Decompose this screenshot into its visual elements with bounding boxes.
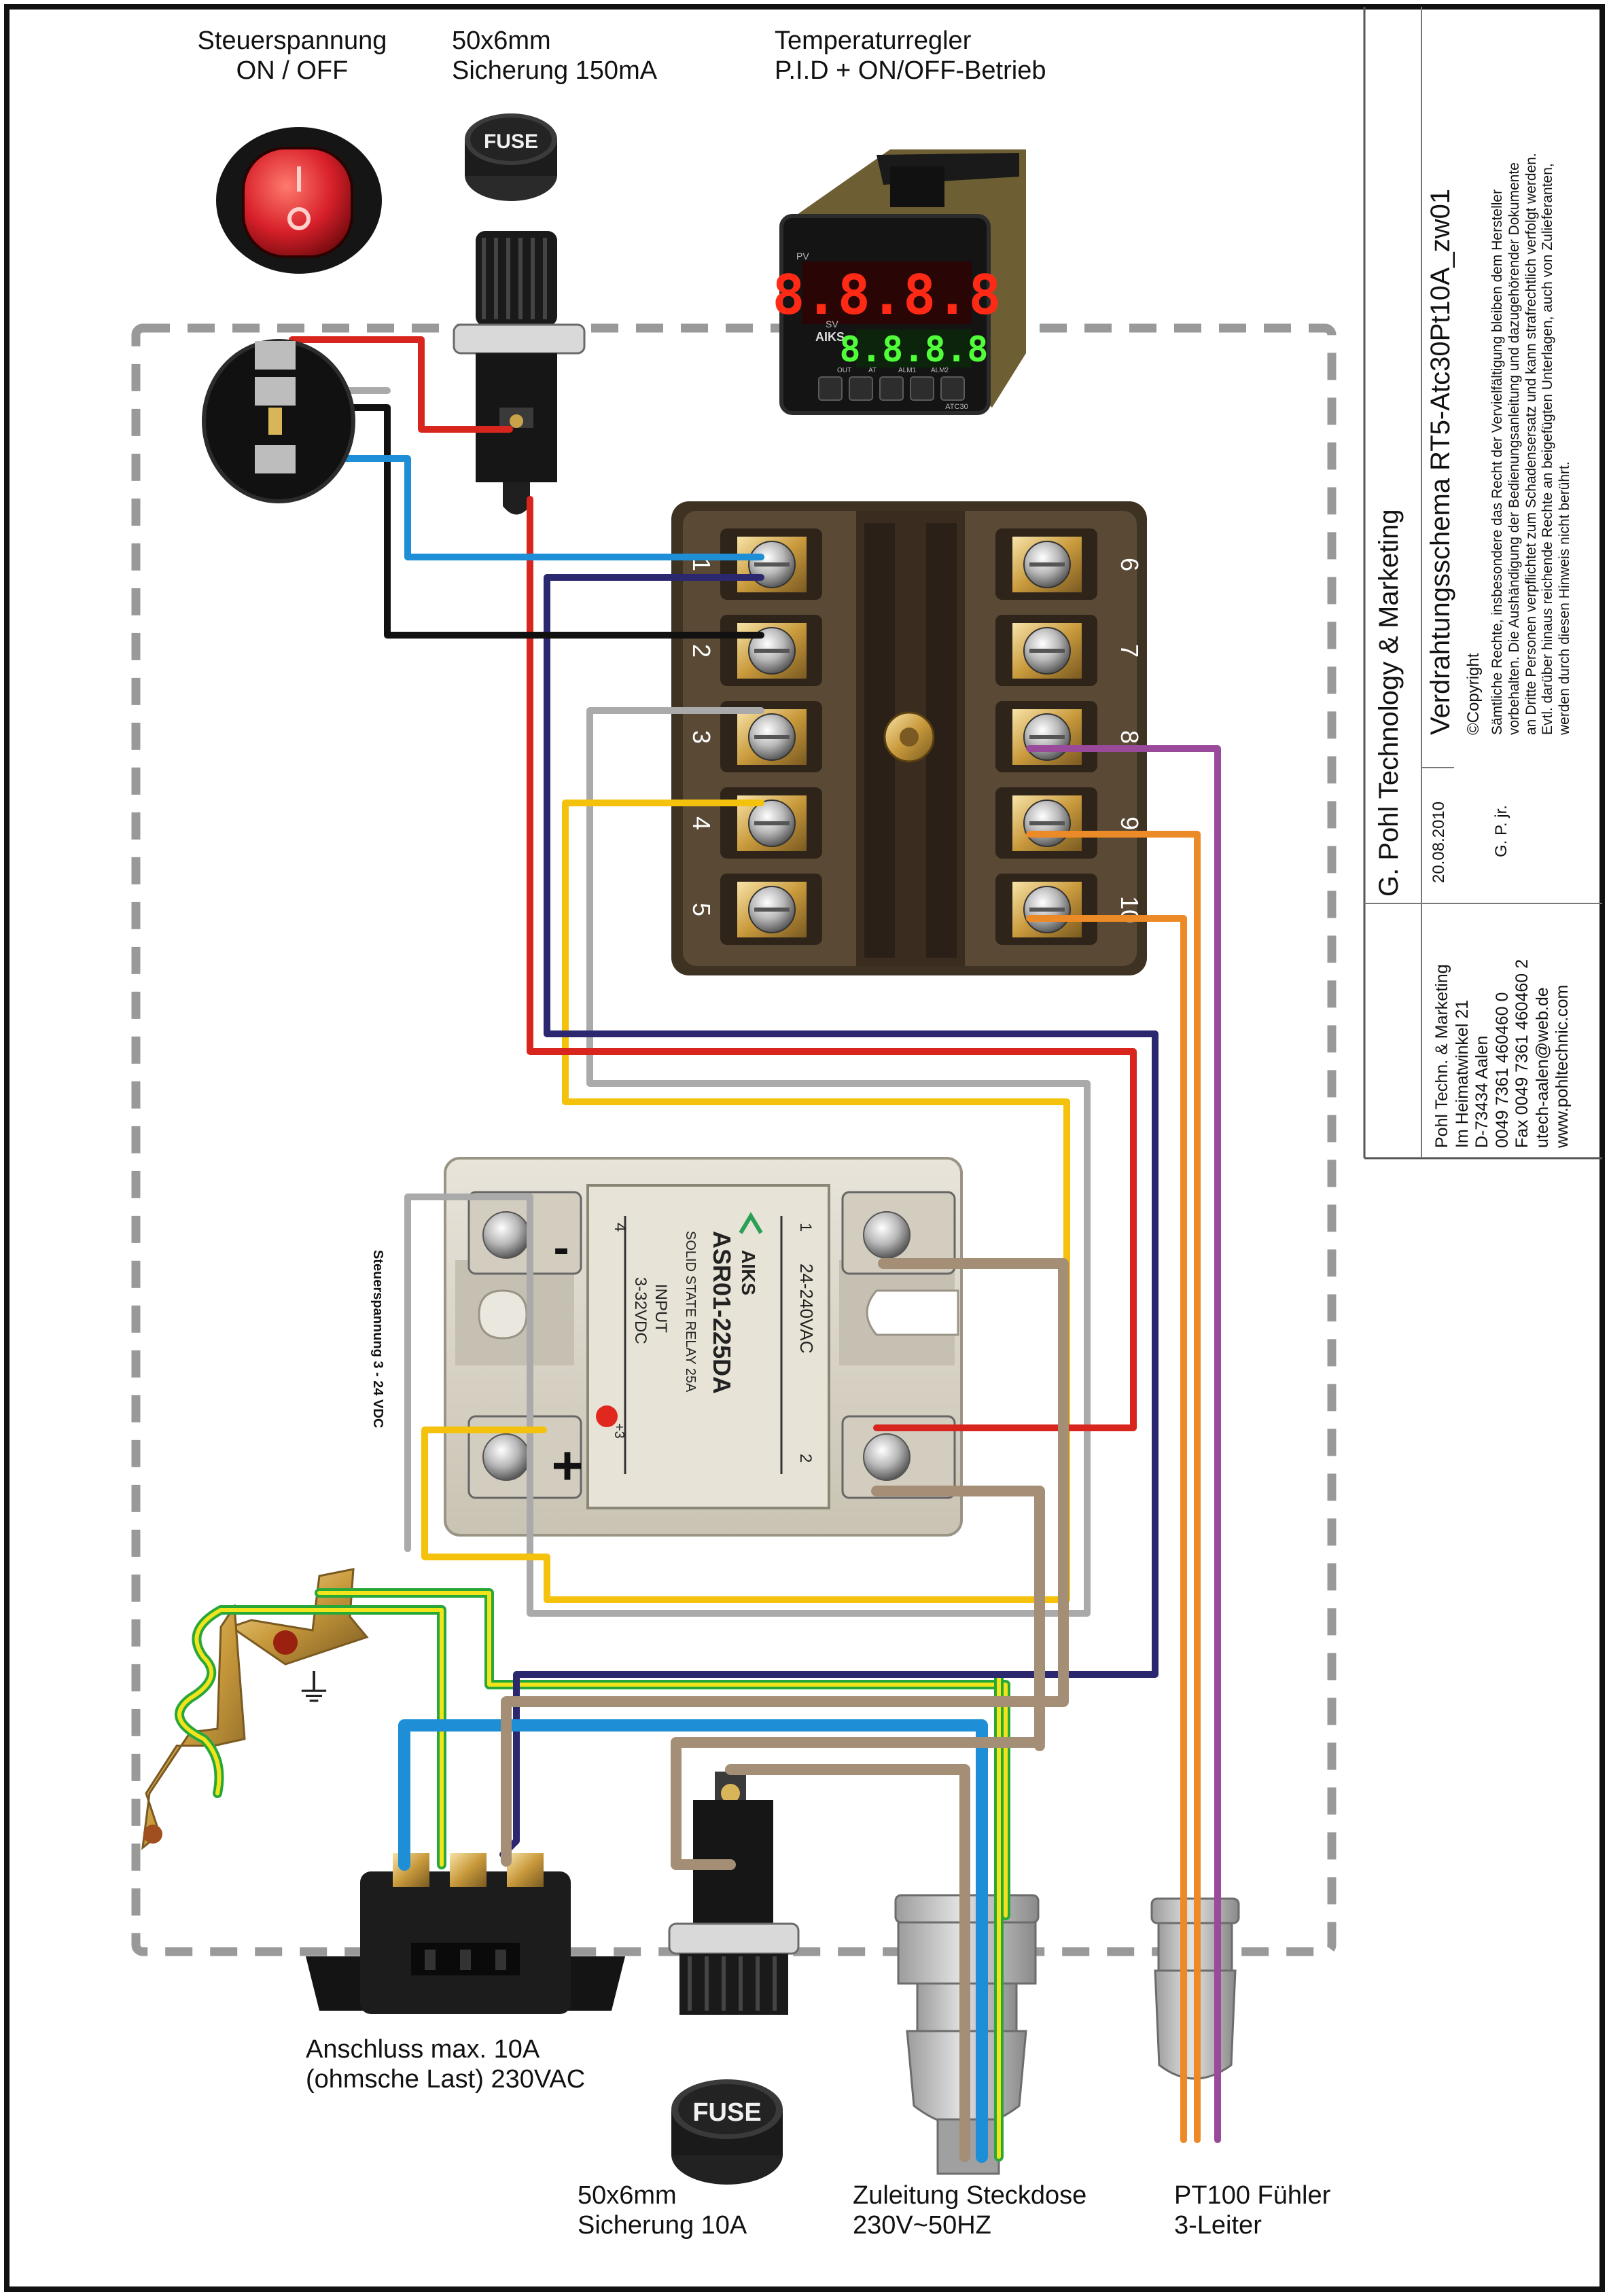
switch-label-line-2: ON / OFF <box>236 56 349 86</box>
temperature-controller-photo: 8.8.8.8 PV SV AIKS 8.8.8.8 OUT AT ALM1 A… <box>772 149 1026 415</box>
controller-pv-display: 8.8.8.8 <box>772 264 1001 327</box>
fuse-bottom-label: 50x6mm Sicherung 10A <box>578 2181 747 2240</box>
copyright-text: Sämtliche Rechte, insbesondere das Recht… <box>1489 153 1574 735</box>
copyright-line-1: Sämtliche Rechte, insbesondere das Recht… <box>1489 189 1505 735</box>
ssr-model: ASR01-225DA <box>708 1231 736 1394</box>
ssr-brand: AIKS <box>738 1250 759 1295</box>
controller-key-label-1: OUT <box>837 367 851 374</box>
drawing-title: Verdrahtungsschema RT5-Atc30Pt10A_zw01 <box>1426 188 1455 735</box>
controller-brand: AIKS <box>815 330 845 344</box>
copyright-line-3: an Dritte Personen verpflichtet zum Scha… <box>1523 153 1539 735</box>
supply-label-line-2: 230V~50HZ <box>853 2211 991 2240</box>
outlet-photo <box>306 1853 625 2014</box>
controller-model-label: ATC30 <box>945 403 968 411</box>
controller-sv-display: 8.8.8.8 <box>839 329 988 370</box>
ssr-pin-1: 1 <box>796 1223 815 1232</box>
outlet-label-line-1: Anschluss max. 10A <box>306 2035 540 2064</box>
address-line-7: www.pohltechnic.com <box>1553 984 1572 1148</box>
copyright-line-5: werden durch diesen Hinweis nicht berühr… <box>1557 461 1573 735</box>
ssr-type: SOLID STATE RELAY 25A <box>683 1231 698 1393</box>
fuse-holder-top <box>453 231 586 515</box>
copyright-line-4: Evtl. darüber hinaus reichende Rechte an… <box>1540 163 1556 735</box>
ssr-pin-4: 4 <box>611 1223 629 1232</box>
outlet-label: Anschluss max. 10A (ohmsche Last) 230VAC <box>306 2034 585 2094</box>
supply-label-line-1: Zuleitung Steckdose <box>853 2181 1087 2210</box>
controller-key-label-2: AT <box>868 367 877 374</box>
sensor-label-line-2: 3-Leiter <box>1174 2211 1262 2240</box>
fuse-bottom-label-line-2: Sicherung 10A <box>578 2211 747 2240</box>
terminal-block-photo <box>671 501 1147 975</box>
housing-boundary <box>131 323 1337 1956</box>
terminal-6-label: 6 <box>1116 558 1144 571</box>
sensor-label-line-1: PT100 Fühler <box>1174 2181 1331 2210</box>
sensor-label: PT100 Fühler 3-Leiter <box>1174 2181 1330 2240</box>
controller-label: Temperaturregler P.I.D + ON/OFF-Betrieb <box>775 26 1046 86</box>
address-line-4: 0049 7361 460460 0 <box>1492 992 1512 1148</box>
controller-label-line-1: Temperaturregler <box>775 26 972 55</box>
ssr-pin-3: +3 <box>612 1423 626 1439</box>
wires <box>175 336 1221 2163</box>
address-line-1: Pohl Techn. & Marketing <box>1432 964 1451 1148</box>
outlet-label-line-2: (ohmsche Last) 230VAC <box>306 2065 586 2094</box>
ssr-plus-label: + <box>552 1435 584 1496</box>
fuse-top-label-line-2: Sicherung 150mA <box>452 56 658 86</box>
ssr-pin-2: 2 <box>796 1454 815 1463</box>
fuse-top-label-line-1: 50x6mm <box>452 26 551 55</box>
address-line-5: Fax 0049 7361 460460 2 <box>1513 958 1532 1148</box>
terminal-7-label: 7 <box>1116 644 1144 658</box>
ssr-input: INPUT <box>652 1284 670 1333</box>
power-switch-photo <box>216 127 382 274</box>
ssr-output-range: 24-240VAC <box>796 1263 817 1354</box>
terminal-2-label: 2 <box>688 644 715 658</box>
address-line-6: utech-aalen@web.de <box>1532 987 1552 1148</box>
terminal-1-label: 1 <box>688 558 715 571</box>
switch-label: Steuerspannung ON / OFF <box>183 26 401 86</box>
ssr-text: AIKS ASR01-225DA SOLID STATE RELAY 25A I… <box>611 1223 817 1463</box>
solid-state-relay-photo <box>444 1157 963 1537</box>
title-block <box>1363 7 1602 1160</box>
ssr-minus-label: - <box>553 1221 569 1274</box>
fuse-cap-top-text: FUSE <box>484 130 538 153</box>
drawing-date: 20.08.2010 <box>1430 801 1448 883</box>
fuse-cap-bottom: FUSE <box>671 2079 783 2185</box>
terminal-3-label: 3 <box>688 730 715 744</box>
fuse-cap-top: FUSE <box>465 113 557 201</box>
ssr-control-voltage-label: Steuerspannung 3 - 24 VDC <box>370 1250 385 1428</box>
controller-key-label-3: ALM1 <box>898 367 917 374</box>
address-block: Pohl Techn. & Marketing Im Heimatwinkel … <box>1432 959 1573 1148</box>
terminal-8-label: 8 <box>1116 730 1144 744</box>
controller-pv-label: PV <box>796 251 809 262</box>
power-switch-terminals-photo <box>202 339 355 503</box>
controller-key-label-4: ALM2 <box>931 367 949 374</box>
copyright-line-2: vorbehalten. Die Aushändigung der Bedien… <box>1506 162 1522 735</box>
earth-symbol: ⏚ <box>295 1667 333 1711</box>
terminal-9-label: 9 <box>1116 817 1144 830</box>
fuse-bottom-label-line-1: 50x6mm <box>578 2181 677 2210</box>
terminal-5-label: 5 <box>688 903 715 916</box>
address-line-2: Im Heimatwinkel 21 <box>1452 999 1472 1148</box>
switch-label-line-1: Steuerspannung <box>197 26 387 55</box>
copyright-title: ©Copyright <box>1464 653 1483 735</box>
ssr-input-range: 3-32VDC <box>631 1277 650 1344</box>
address-line-3: D-73434 Aalen <box>1472 1035 1491 1148</box>
fuse-cap-bottom-text: FUSE <box>692 2098 761 2127</box>
company-name: G. Pohl Technology & Marketing <box>1374 509 1404 897</box>
fuse-holder-bottom <box>668 1772 800 2015</box>
drawing-author: G. P. jr. <box>1492 805 1510 857</box>
outer-frame <box>4 4 1605 2292</box>
controller-label-line-2: P.I.D + ON/OFF-Betrieb <box>775 56 1046 86</box>
supply-label: Zuleitung Steckdose 230V~50HZ <box>853 2181 1086 2240</box>
controller-sv-label: SV <box>826 319 838 329</box>
terminal-4-label: 4 <box>688 817 715 830</box>
fuse-top-label: 50x6mm Sicherung 150mA <box>452 26 657 86</box>
